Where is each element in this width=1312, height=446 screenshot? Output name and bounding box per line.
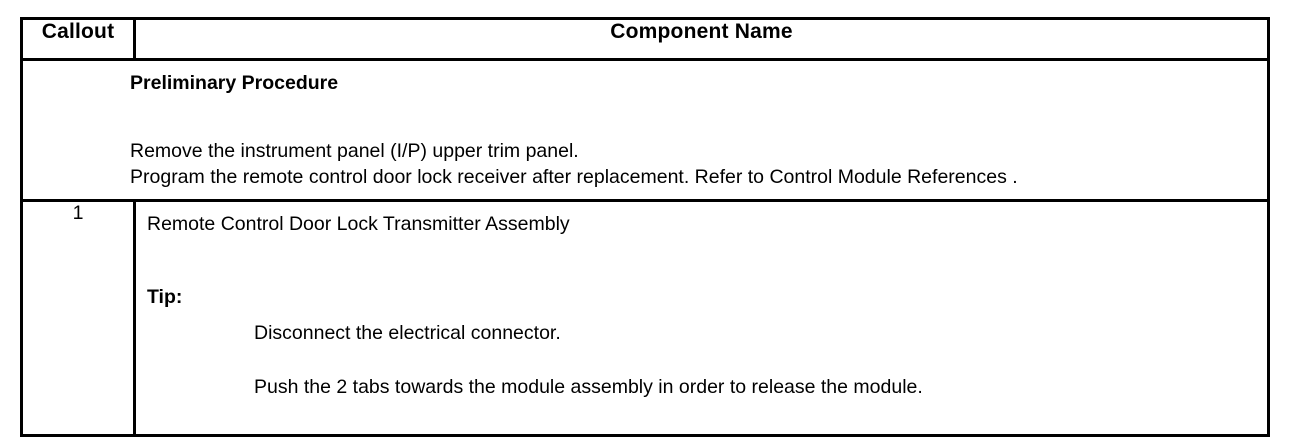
preliminary-step-1: Remove the instrument panel (I/P) upper …	[130, 140, 579, 162]
preliminary-procedure-row: Preliminary Procedure Remove the instrum…	[20, 58, 1270, 202]
component-detail-cell-1: Remote Control Door Lock Transmitter Ass…	[133, 199, 1270, 437]
spacer	[130, 96, 1261, 138]
callout-number-1: 1	[20, 199, 136, 437]
component-detail-content: Remote Control Door Lock Transmitter Ass…	[136, 202, 1267, 408]
preliminary-procedure-content: Preliminary Procedure Remove the instrum…	[23, 61, 1267, 196]
tip-label: Tip:	[147, 286, 183, 308]
spacer	[147, 310, 1259, 320]
preliminary-procedure-title: Preliminary Procedure	[130, 72, 339, 94]
procedure-table: Callout Component Name Preliminary Proce…	[20, 17, 1270, 437]
preliminary-step-2: Program the remote control door lock rec…	[130, 166, 1018, 188]
spacer	[147, 237, 1259, 284]
column-header-callout: Callout	[20, 17, 136, 61]
column-header-component-name: Component Name	[133, 17, 1270, 61]
preliminary-procedure-cell: Preliminary Procedure Remove the instrum…	[20, 58, 1270, 202]
spacer	[147, 346, 1259, 374]
component-name-1: Remote Control Door Lock Transmitter Ass…	[147, 213, 570, 235]
tip-step-1: Disconnect the electrical connector.	[254, 322, 561, 344]
table-header-row: Callout Component Name	[20, 17, 1270, 61]
table-row: 1 Remote Control Door Lock Transmitter A…	[20, 199, 1270, 437]
tip-step-2: Push the 2 tabs towards the module assem…	[254, 376, 923, 398]
